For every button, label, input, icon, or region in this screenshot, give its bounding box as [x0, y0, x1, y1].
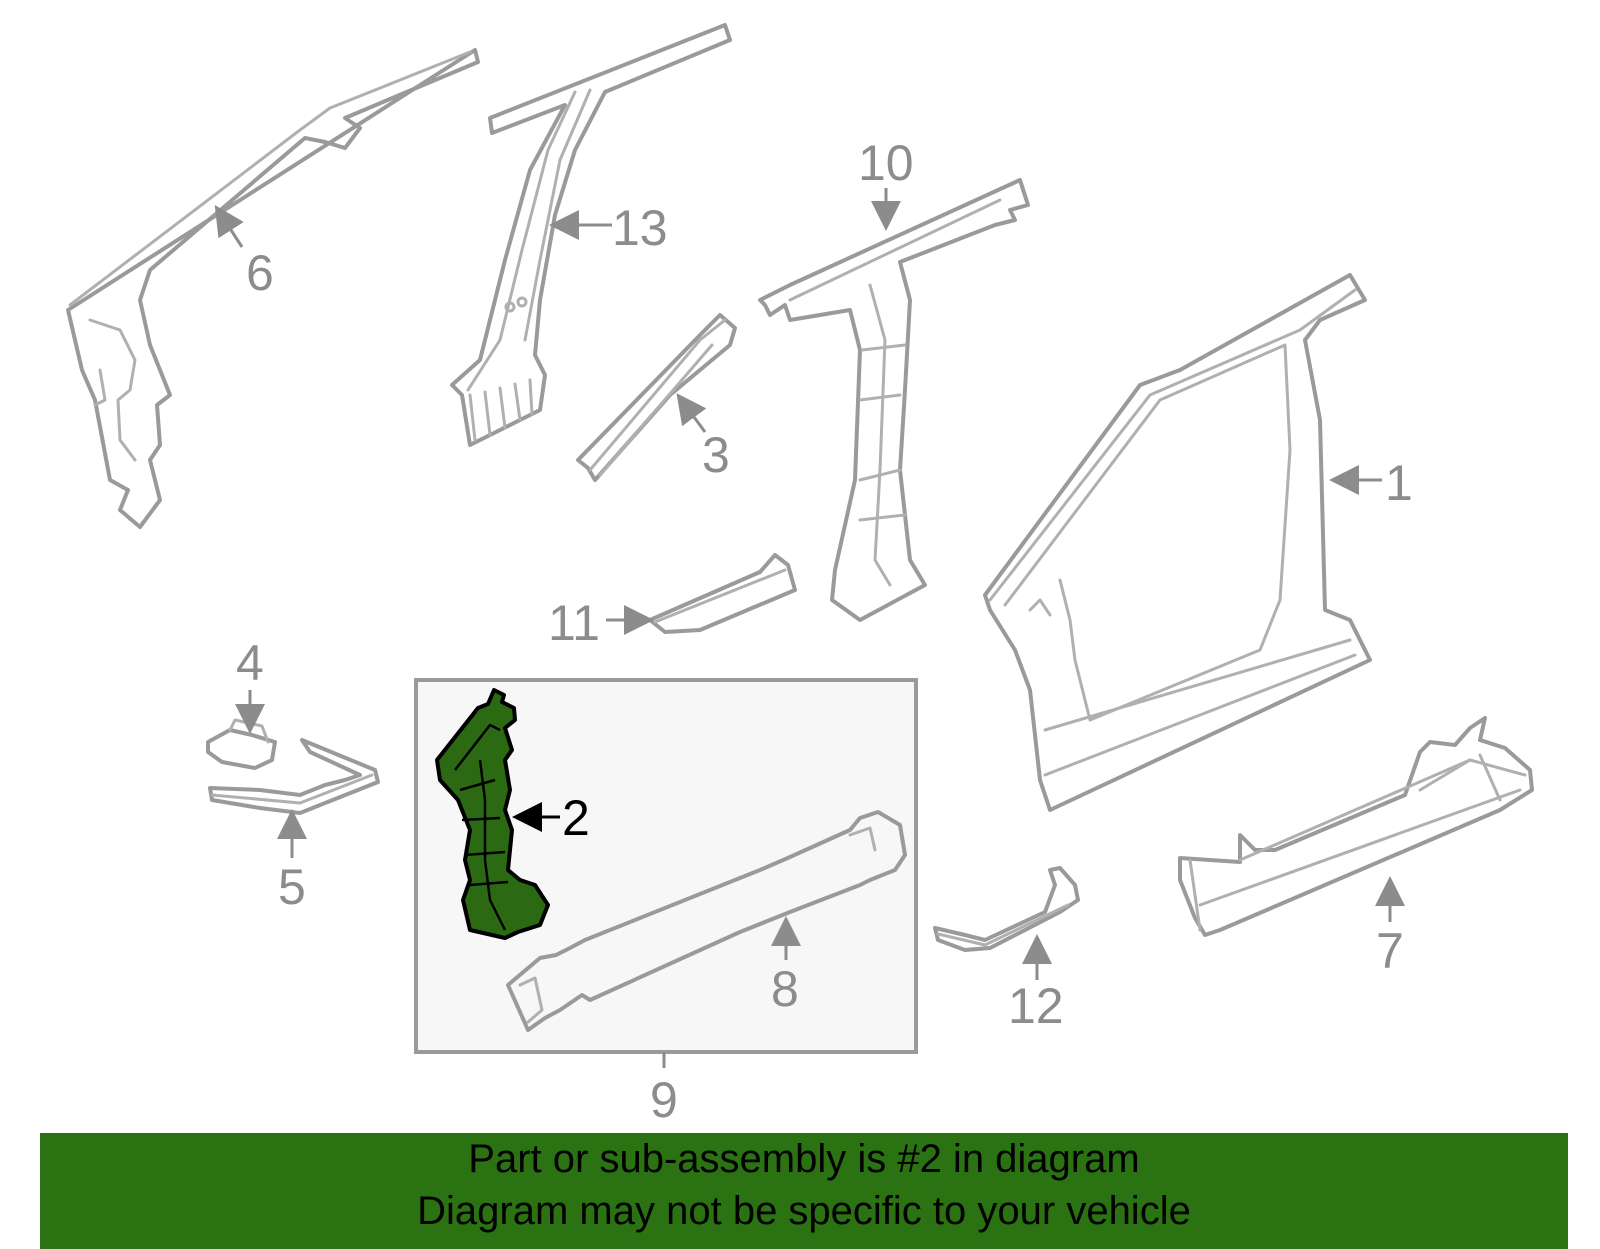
part-6[interactable] [66, 48, 480, 529]
leader-6 [214, 204, 244, 248]
part-8[interactable] [506, 810, 907, 1032]
callout-label-12[interactable]: 12 [1008, 978, 1064, 1034]
callout-label-9[interactable]: 9 [650, 1072, 678, 1128]
part-2[interactable] [435, 688, 550, 940]
callout-label-3[interactable]: 3 [702, 427, 730, 483]
callout-label-11[interactable]: 11 [548, 595, 600, 651]
callout-label-6[interactable]: 6 [246, 245, 274, 301]
callout-label-1[interactable]: 1 [1385, 455, 1413, 511]
part-12[interactable] [933, 866, 1080, 952]
callout-label-4[interactable]: 4 [236, 635, 264, 691]
part-11[interactable] [648, 553, 797, 634]
callout-label-7[interactable]: 7 [1376, 923, 1404, 979]
callout-label-5[interactable]: 5 [278, 859, 306, 915]
banner-line-2: Diagram may not be specific to your vehi… [417, 1189, 1191, 1233]
part-3[interactable] [576, 313, 737, 482]
callout-label-2[interactable]: 2 [562, 790, 590, 846]
part-4[interactable] [206, 718, 277, 770]
callout-label-10[interactable]: 10 [858, 135, 914, 191]
leader-3 [676, 393, 707, 433]
disclaimer-banner: Part or sub-assembly is #2 in diagram Di… [40, 1133, 1568, 1249]
part-5[interactable] [208, 738, 380, 815]
callout-label-8[interactable]: 8 [771, 961, 799, 1017]
part-10[interactable] [758, 178, 1030, 622]
part-7[interactable] [1178, 716, 1534, 937]
part-1[interactable] [983, 273, 1372, 812]
callout-label-13[interactable]: 13 [612, 200, 668, 256]
banner-line-1: Part or sub-assembly is #2 in diagram [468, 1137, 1140, 1181]
